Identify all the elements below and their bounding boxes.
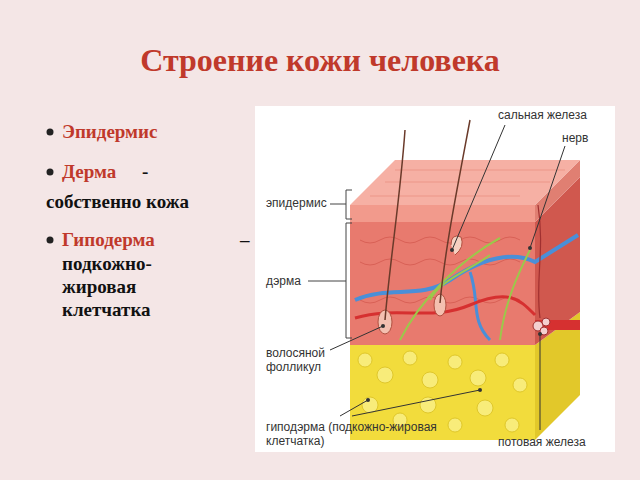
hypodermis-side: [535, 312, 580, 440]
part-label: гиподэрма (подкожно-жировая клетчатка): [266, 420, 441, 448]
skin-top: [350, 160, 580, 205]
slide-title: Строение кожи человека: [0, 42, 640, 79]
part-label: потовая железа: [498, 435, 586, 449]
bullet: [47, 169, 54, 176]
part-label: нерв: [562, 131, 588, 145]
picture-ground: [255, 106, 615, 452]
nerve: [400, 238, 530, 340]
epidermis: [350, 205, 535, 222]
dash: –: [240, 228, 250, 251]
dash: -: [142, 160, 148, 183]
hair: [385, 130, 405, 320]
leader-line: [330, 125, 565, 430]
bullet-term: Эпидермис: [62, 120, 157, 143]
bullet: [47, 237, 54, 244]
bullet-term: Гиподерма: [62, 228, 155, 251]
sweat-gland: [533, 318, 550, 335]
bullet: [47, 129, 54, 136]
definition: подкожно-жировая клетчатка: [62, 252, 212, 321]
bullet-term: Дерма: [62, 160, 116, 183]
part-label: дэрма: [266, 274, 301, 288]
part-label: эпидермис: [266, 196, 327, 210]
definition: собственно кожа: [46, 190, 189, 213]
bracket: [308, 190, 352, 338]
part-label: сальная железа: [498, 108, 587, 122]
part-label: волосяной фолликул: [266, 346, 356, 374]
